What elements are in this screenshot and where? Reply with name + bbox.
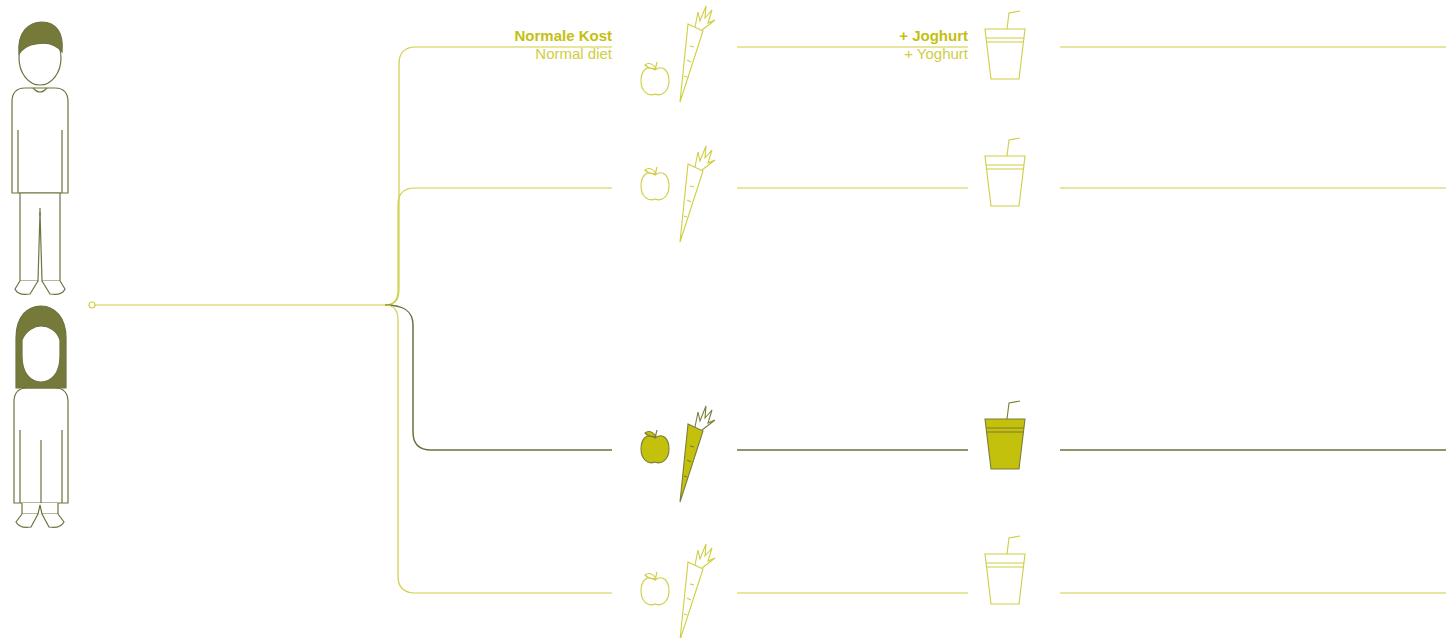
row-subheading: Normal diet — [535, 45, 612, 63]
woman-legs — [22, 503, 58, 514]
woman-shoes — [16, 514, 64, 527]
woman-shirt-lines — [20, 430, 62, 503]
apple-icon — [641, 167, 669, 200]
start-dot — [89, 302, 95, 308]
woman-face — [22, 326, 60, 382]
apple-icon — [641, 572, 669, 605]
woman-hair — [16, 306, 66, 388]
man-shirt-lines — [18, 88, 62, 193]
branch-lines — [89, 47, 1446, 593]
branch-line — [385, 305, 612, 593]
cup-icon-filled — [985, 401, 1025, 469]
carrot-icon — [680, 544, 715, 638]
woman-figure — [14, 306, 68, 527]
carrot-icon — [680, 6, 715, 102]
row-line — [737, 46, 1446, 47]
apple-icon — [641, 62, 669, 95]
branch-line — [385, 188, 612, 305]
woman-shirt — [14, 388, 68, 503]
cup-icon — [985, 138, 1025, 206]
trunk-line — [95, 304, 385, 305]
row-heading: + Joghurt — [899, 27, 968, 45]
carrot-icon-filled — [680, 406, 715, 502]
cup-icon — [985, 536, 1025, 604]
row-line — [737, 187, 1446, 188]
man-trousers-mark — [39, 208, 40, 216]
row-subheading: + Yoghurt — [904, 45, 968, 63]
cup-icon — [985, 11, 1025, 79]
man-figure — [12, 22, 68, 294]
light-icons — [641, 6, 1025, 638]
row-line-highlight — [737, 449, 1446, 451]
man-shirt — [12, 88, 68, 193]
row-heading: Normale Kost — [514, 27, 612, 45]
highlight-icons — [641, 401, 1025, 502]
row-line — [737, 592, 1446, 593]
branch-line-highlight — [385, 305, 612, 450]
apple-icon-filled — [641, 430, 669, 463]
man-hair — [19, 22, 63, 54]
branch-line — [385, 47, 612, 305]
man-trousers — [20, 193, 60, 281]
man-shoes — [15, 281, 65, 294]
carrot-icon — [680, 146, 715, 242]
